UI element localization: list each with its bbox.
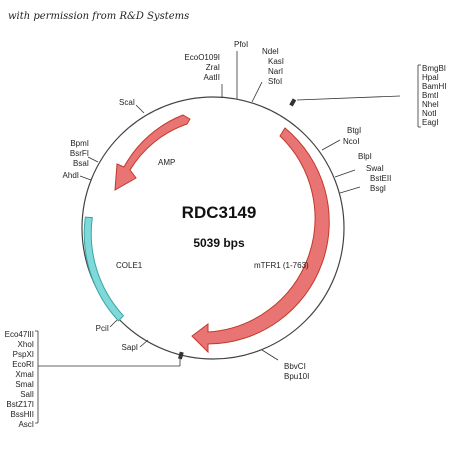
site-label: NcoI xyxy=(343,137,359,146)
site-label: BmtI xyxy=(422,91,438,100)
left-bottom-bracket xyxy=(35,330,39,424)
site-label: BstZ17I xyxy=(6,400,34,409)
site-label: ZraI xyxy=(206,63,220,72)
plasmid-backbone xyxy=(81,96,345,360)
site-label: NdeI xyxy=(262,47,279,56)
site-label: BbvCI xyxy=(284,362,306,371)
site-label: EcoRI xyxy=(12,360,34,369)
site-label: AatII xyxy=(204,73,220,82)
site-label: KasI xyxy=(268,57,284,66)
site-label: SalI xyxy=(20,390,34,399)
site-label: SapI xyxy=(122,343,138,352)
site-label: PfoI xyxy=(234,40,248,49)
mtfr1-feature-arrow xyxy=(191,127,330,354)
site-label: BsgI xyxy=(370,184,386,193)
site-leader-lines xyxy=(38,51,401,367)
site-label: BssHII xyxy=(10,410,34,419)
site-label: BmgBI xyxy=(422,64,446,73)
site-label: SfoI xyxy=(268,77,282,86)
site-label: BlpI xyxy=(358,152,372,161)
site-label: AscI xyxy=(18,420,34,429)
site-label: BtgI xyxy=(347,126,361,135)
cole1-label: COLE1 xyxy=(116,261,143,270)
site-label: NarI xyxy=(268,67,283,76)
site-label: XhoI xyxy=(18,340,34,349)
site-label: SmaI xyxy=(15,380,34,389)
site-label: BamHI xyxy=(422,82,446,91)
site-label: BpmI xyxy=(70,139,89,148)
site-marker-bottom xyxy=(178,351,184,360)
cole1-feature-block xyxy=(83,216,125,322)
site-marker-top-right xyxy=(289,98,297,107)
site-label: PspXI xyxy=(13,350,34,359)
site-label: SwaI xyxy=(366,164,384,173)
site-label: EcoO109I xyxy=(184,53,220,62)
site-label: ScaI xyxy=(119,98,135,107)
site-label: NheI xyxy=(422,100,439,109)
site-label: PciI xyxy=(96,324,109,333)
site-label: AhdI xyxy=(63,171,79,180)
site-label: EagI xyxy=(422,118,438,127)
right-top-bracket xyxy=(417,64,421,128)
site-label: NotI xyxy=(422,109,437,118)
site-label: HpaI xyxy=(422,73,439,82)
amp-label: AMP xyxy=(158,158,175,167)
mtfr1-label: mTFR1 (1-763) xyxy=(254,261,309,270)
site-label: XmaI xyxy=(15,370,34,379)
site-label: Eco47III xyxy=(5,330,34,339)
amp-feature-arrow xyxy=(114,114,191,191)
site-label: BsrFI xyxy=(70,149,89,158)
plasmid-name: RDC3149 xyxy=(182,203,257,222)
site-label: Bpu10I xyxy=(284,372,309,381)
credit-text: with permission from R&D Systems xyxy=(8,11,189,22)
plasmid-size: 5039 bps xyxy=(193,236,245,250)
site-label: BsaI xyxy=(73,159,89,168)
site-label: BstEII xyxy=(370,174,391,183)
